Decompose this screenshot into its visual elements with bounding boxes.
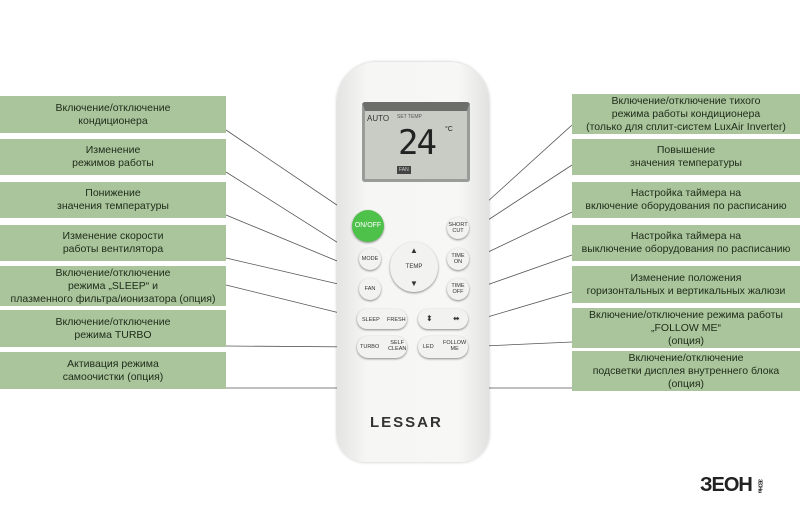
label-text: Настройка таймера на — [630, 230, 742, 242]
label-follow-me: Включение/отключение режима работы„FOLLO… — [572, 308, 800, 348]
label-text: включение оборудования по расписанию — [585, 200, 787, 212]
label-text: (опция) — [667, 377, 705, 390]
label-text: Включение/отключение — [55, 266, 171, 279]
fan-button[interactable]: FAN — [359, 278, 381, 300]
arrow-up-icon[interactable]: ▲ — [410, 246, 418, 255]
mode-button[interactable]: MODE — [359, 248, 381, 270]
label-text: режима работы кондиционера — [611, 107, 761, 120]
label-text: Изменение скорости — [62, 230, 164, 242]
btn-text: FAN — [364, 286, 376, 292]
btn-text: SELF — [390, 340, 405, 346]
label-text: Включение/отключение режима работы — [589, 308, 783, 321]
label-text: Повышение — [656, 144, 716, 156]
label-text: Включение/отключение тихого — [611, 94, 761, 107]
lcd-fan: FAN — [397, 166, 411, 174]
btn-text: FOLLOW — [443, 340, 467, 346]
arrow-down-icon[interactable]: ▼ — [410, 279, 418, 288]
btn-text: ME — [450, 346, 459, 352]
label-text: значения температуры — [630, 157, 742, 169]
label-text: режима TURBO — [74, 328, 152, 341]
watermark-logo: ЗЕОН ЗЕОН.ru — [700, 474, 762, 497]
label-text: Настройка таймера на — [630, 187, 742, 199]
label-text: горизонтальных и вертикальных жалюзи — [586, 284, 786, 297]
label-text: значения температуры — [57, 200, 169, 212]
sleep-fresh-button[interactable]: SLEEP FRESH — [357, 309, 407, 329]
label-text: „FOLLOW ME“ — [651, 321, 721, 334]
label-text: Понижение — [85, 187, 141, 199]
label-text: кондиционера — [78, 114, 148, 127]
btn-text: ON — [453, 259, 463, 265]
swing-horizontal-icon[interactable]: ⬌ — [453, 314, 460, 323]
onoff-button[interactable]: ON/OFF — [352, 210, 384, 242]
lcd-display: AUTO SET TEMP 24 °C FAN — [362, 102, 470, 182]
temp-rocker[interactable]: ▲ TEMP ▼ — [390, 242, 438, 292]
btn-text: SHORT — [448, 222, 468, 228]
turbo-label[interactable]: TURBO — [360, 344, 380, 350]
btn-text: CUT — [452, 228, 464, 234]
btn-text: TEMP — [405, 264, 423, 270]
label-text: (опция) — [667, 334, 705, 347]
label-text: работы вентилятора — [62, 243, 164, 255]
btn-text: TIME — [451, 253, 465, 259]
lcd-unit: °C — [445, 126, 453, 133]
lcd-mode: AUTO — [367, 114, 390, 123]
label-text: (только для сплит-систем LuxAir Inverter… — [586, 120, 786, 133]
label-text: Изменение положения — [630, 271, 742, 284]
btn-text: TIME — [451, 283, 465, 289]
label-text: Активация режима — [67, 357, 159, 370]
swing-button[interactable]: ⬍ ⬌ — [418, 309, 468, 329]
label-text: подсветки дисплея внутреннего блока — [592, 364, 780, 377]
label-text: режимов работы — [72, 157, 154, 169]
label-text: плазменного фильтра/ионизатора (опция) — [10, 292, 216, 305]
label-text: режима „SLEEP“ и — [67, 279, 159, 292]
label-text: Включение/отключение — [628, 351, 744, 364]
label-text: Включение/отключение — [55, 101, 171, 114]
swing-vertical-icon[interactable]: ⬍ — [426, 314, 433, 323]
led-label[interactable]: LED — [423, 344, 434, 350]
fresh-label[interactable]: FRESH — [387, 317, 406, 323]
onoff-label: ON/OFF — [354, 222, 382, 229]
label-text: Изменение — [85, 144, 141, 156]
sleep-label[interactable]: SLEEP — [362, 317, 380, 323]
watermark-text: ЗЕОН — [700, 474, 753, 496]
btn-text: MODE — [361, 256, 379, 262]
lcd-set-temp: SET TEMP — [397, 114, 422, 120]
btn-text: OFF — [452, 289, 464, 295]
label-text: выключение оборудования по расписанию — [581, 243, 791, 255]
brand-logo: LESSAR — [370, 414, 443, 431]
btn-text: CLEAN — [388, 346, 407, 352]
lcd-temperature: 24 — [398, 123, 437, 163]
label-text: самоочистки (опция) — [62, 370, 164, 383]
watermark-sub: ЗЕОН.ru — [756, 479, 763, 493]
label-text: Включение/отключение — [55, 315, 171, 328]
